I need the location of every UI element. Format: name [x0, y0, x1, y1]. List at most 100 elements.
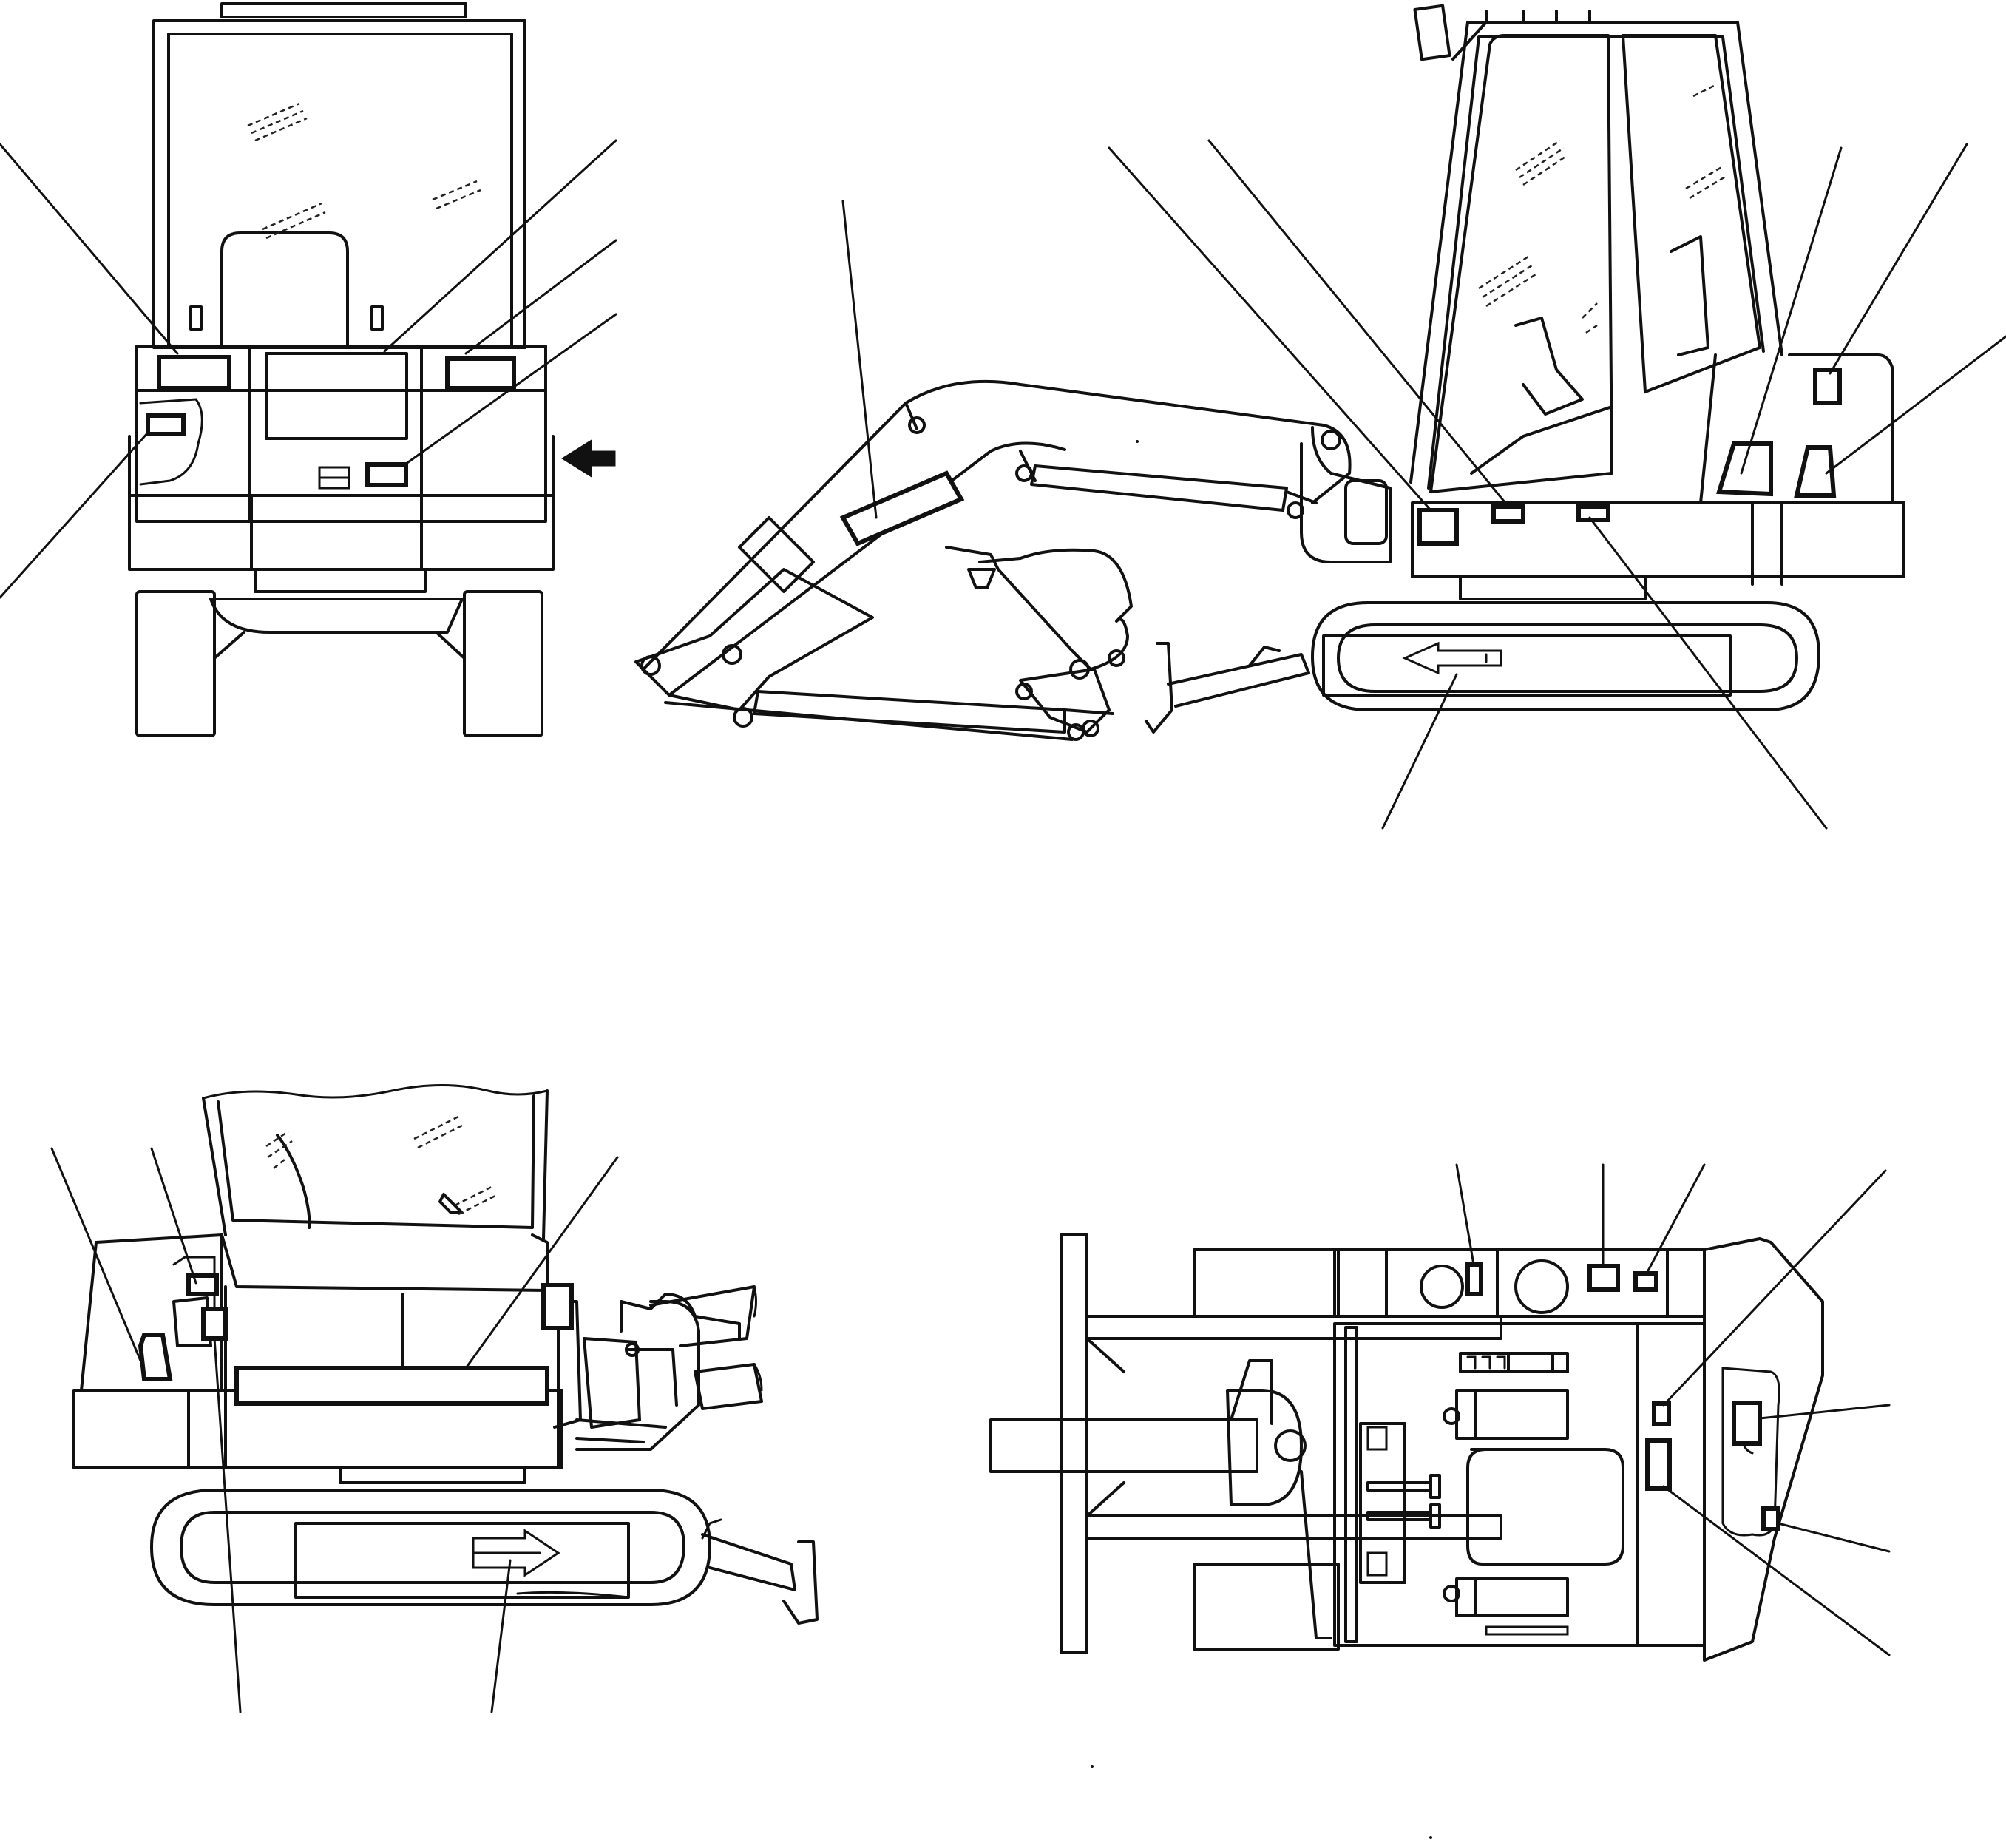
track-loop [1311, 601, 1820, 711]
decal-boom [839, 470, 965, 546]
counterweight-plan [1703, 1237, 1824, 1662]
leader-line [383, 139, 617, 353]
boom-stub [649, 1285, 756, 1347]
decal-side-triangle [138, 1333, 173, 1381]
boom-frame-bottom [1085, 1514, 1502, 1540]
blade-arm [701, 1533, 796, 1591]
leader-line [490, 1559, 512, 1713]
leader-line [464, 1156, 619, 1370]
leader-line [1207, 139, 1510, 508]
leader-line [1825, 335, 2006, 475]
leader-line [213, 1337, 242, 1713]
left-side-view [634, 4, 2006, 830]
cutaway-area [139, 398, 203, 486]
decal-top-e [1645, 1438, 1672, 1491]
leader-line [1740, 146, 1843, 475]
top-view [989, 1163, 1891, 1662]
seat-silhouette [1670, 235, 1709, 356]
arm-plan [989, 1418, 1258, 1473]
boom-frame-left [1060, 1233, 1088, 1654]
pedal-box [1359, 1422, 1406, 1584]
track-frame [1322, 634, 1732, 697]
swing-bearing [254, 568, 427, 593]
rear-light-right [370, 305, 384, 331]
engine-hood [1788, 353, 1894, 504]
decal-top-c [1633, 1271, 1658, 1292]
blade-arm [1167, 653, 1310, 708]
boom [642, 379, 1352, 697]
side-track-left [1193, 1248, 1340, 1318]
upper-body [1411, 501, 1905, 578]
leader-line [1381, 673, 1458, 830]
bucket [945, 546, 1133, 671]
decal-hood-edge [541, 1283, 574, 1330]
leader-line [401, 313, 617, 467]
joystick-left [1443, 1407, 1460, 1425]
leader-line [1108, 146, 1432, 512]
upper-body [135, 345, 547, 523]
scan-specks [1091, 440, 1432, 1839]
mirror [1413, 4, 1451, 61]
cab-window [217, 1094, 535, 1229]
leader-line [150, 1147, 197, 1285]
cutaway-area [1721, 1367, 1780, 1537]
glass-reflection [265, 1115, 496, 1216]
cab-cut-line [202, 1084, 549, 1100]
roof-rails [1485, 10, 1591, 24]
hood-top [220, 1233, 549, 1292]
cab-rear-window [1622, 34, 1761, 393]
boom-frame-top [1085, 1315, 1502, 1340]
decal-rear-lower [365, 462, 408, 487]
fuel-cap [1420, 1265, 1464, 1309]
travel-direction-arrow-icon [1402, 641, 1502, 675]
leader-line [0, 431, 149, 599]
counterweight-front [80, 1241, 98, 1392]
tank-cap [1514, 1259, 1569, 1314]
left-track [135, 590, 216, 737]
decal-side-b [201, 1307, 228, 1341]
cab-roof-rail [220, 2, 467, 18]
boom-cylinder [1030, 464, 1288, 512]
leader-line [1758, 1404, 1891, 1420]
track-loop [150, 1489, 711, 1606]
right-side-view [50, 1084, 819, 1713]
leader-line [1645, 1163, 1706, 1275]
operator-seat [1466, 1448, 1624, 1566]
glass-reflection [1478, 84, 1727, 334]
hood-front-edge [1699, 353, 1717, 504]
side-track-right [1193, 1563, 1340, 1651]
swing-bearing [339, 1466, 526, 1484]
cab-frame-inner [167, 33, 513, 349]
leader-line [1662, 1169, 1887, 1407]
swing-bearing [1459, 575, 1647, 600]
swing-bracket [1300, 426, 1392, 563]
decal-hood-b [1794, 445, 1837, 498]
track-frame [294, 1522, 630, 1599]
rear-view [0, 2, 617, 737]
decal-cab-front [1417, 508, 1459, 546]
right-track [463, 590, 543, 737]
decal-top-b [1587, 1264, 1620, 1292]
arm-dipper [634, 568, 874, 711]
decal-body-b [1576, 504, 1610, 522]
decal-hood-top [1813, 368, 1842, 405]
rear-bumper [128, 494, 555, 571]
decal-hood-a [1715, 441, 1773, 497]
glass-reflection [247, 102, 481, 240]
cab-sides [202, 1089, 549, 1240]
dozer-blade [782, 1540, 819, 1625]
leader-line [1455, 1163, 1475, 1266]
boom-foot [1226, 1389, 1303, 1506]
view-direction-arrow-icon [561, 439, 616, 478]
leader-line [841, 200, 878, 519]
cylinder-stub [694, 1363, 763, 1410]
decal-rear-right [445, 356, 516, 390]
leader-line [0, 143, 179, 355]
leader-line [1662, 1485, 1891, 1656]
leader-line [1777, 1522, 1891, 1553]
decal-top-f [1732, 1401, 1762, 1446]
leader-line [50, 1147, 142, 1362]
decal-body-a [1491, 504, 1525, 524]
bucket-link [1019, 668, 1111, 734]
